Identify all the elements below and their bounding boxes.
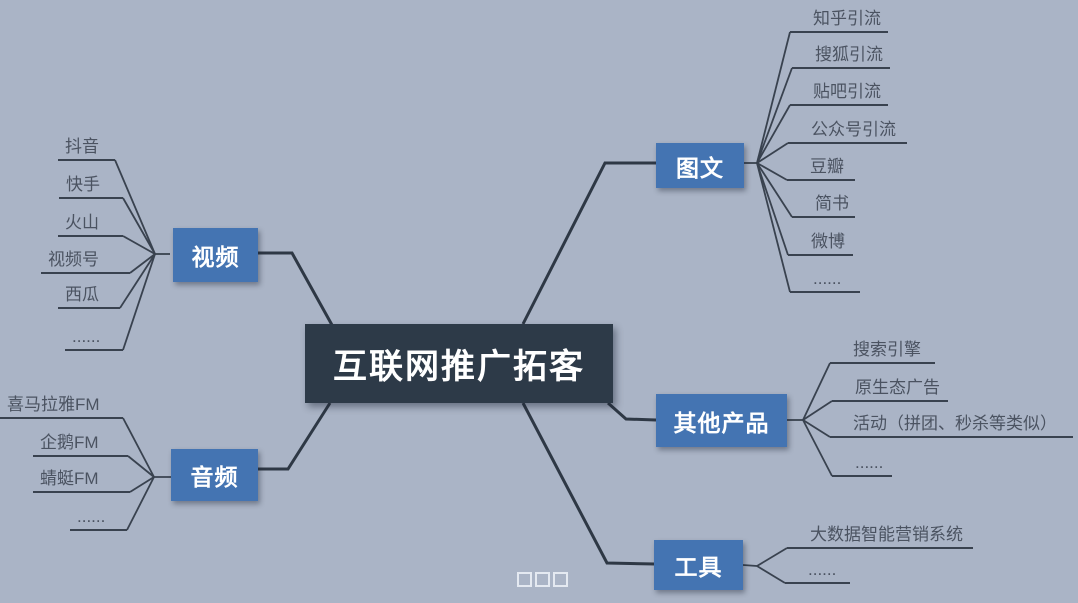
leaf-node-qingting-fm[interactable]: 蜻蜓FM: [33, 469, 130, 493]
branch-node-other-products[interactable]: 其他产品: [656, 394, 787, 447]
leaf-node-huoshan[interactable]: 火山: [58, 213, 123, 237]
leaf-node-douyin[interactable]: 抖音: [58, 137, 115, 161]
watermark-square-icon: [517, 572, 532, 587]
leaf-node-jianshu[interactable]: 简书: [792, 194, 855, 218]
leaf-node-graphic-more[interactable]: ......: [790, 269, 860, 293]
branch-node-video[interactable]: 视频: [173, 228, 258, 282]
watermark-square-icon: [535, 572, 550, 587]
leaf-node-zhihu[interactable]: 知乎引流: [790, 9, 888, 33]
central-topic-node[interactable]: 互联网推广拓客: [305, 324, 613, 403]
leaf-node-search-engine[interactable]: 搜索引擎: [830, 340, 935, 364]
watermark-squares: [517, 572, 568, 587]
leaf-node-video-more[interactable]: ......: [65, 327, 123, 351]
leaf-node-weibo[interactable]: 微博: [788, 232, 853, 256]
leaf-node-souhu[interactable]: 搜狐引流: [792, 45, 890, 69]
leaf-node-audio-more[interactable]: ......: [70, 507, 127, 531]
leaf-node-qie-fm[interactable]: 企鹅FM: [33, 433, 128, 457]
leaf-node-gongzhonghao[interactable]: 公众号引流: [788, 120, 907, 144]
leaf-node-native-ads[interactable]: 原生态广告: [832, 378, 948, 402]
leaf-node-other-more[interactable]: ......: [832, 453, 892, 477]
leaf-node-tools-more[interactable]: ......: [785, 560, 850, 584]
branch-node-audio[interactable]: 音频: [171, 449, 258, 501]
leaf-node-activities[interactable]: 活动（拼团、秒杀等类似）: [830, 414, 1073, 438]
leaf-node-shipinhao[interactable]: 视频号: [41, 250, 130, 274]
leaf-node-kuaishou[interactable]: 快手: [59, 175, 123, 199]
watermark-square-icon: [553, 572, 568, 587]
leaf-node-bigdata-marketing[interactable]: 大数据智能营销系统: [787, 525, 973, 549]
branch-node-tools[interactable]: 工具: [654, 540, 743, 590]
leaf-node-ximalaya-fm[interactable]: 喜马拉雅FM: [0, 395, 123, 419]
leaf-node-xigua[interactable]: 西瓜: [58, 285, 120, 309]
leaf-node-tieba[interactable]: 贴吧引流: [790, 82, 888, 106]
branch-node-graphic-text[interactable]: 图文: [656, 143, 744, 188]
leaf-node-douban[interactable]: 豆瓣: [787, 157, 855, 181]
